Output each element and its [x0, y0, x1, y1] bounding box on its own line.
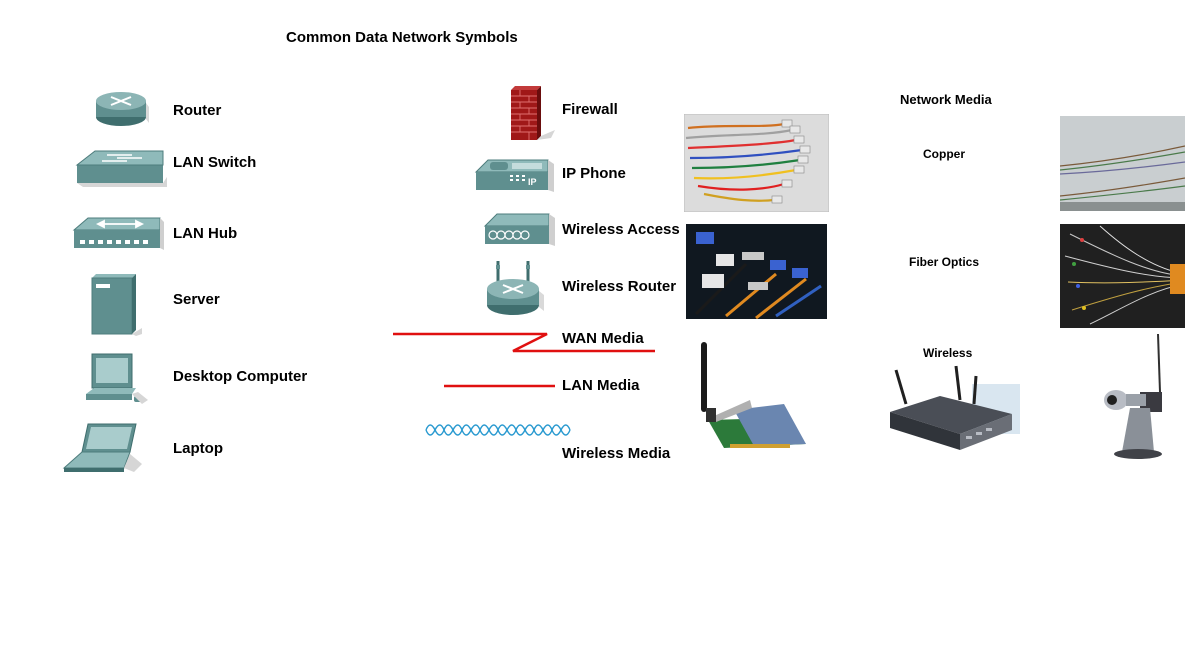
wireless-router-label: Wireless Router [562, 278, 677, 295]
desktop-computer-icon [86, 353, 148, 404]
desktop-computer-label: Desktop Computer [173, 368, 308, 385]
ip-phone-icon: IP [474, 159, 554, 192]
firewall-label: Firewall [562, 101, 618, 118]
wireless-nic-card-photo [694, 340, 810, 452]
server-icon [91, 274, 142, 336]
router-label: Router [173, 102, 222, 119]
wireless-access-label: Wireless Access [562, 221, 680, 238]
laptop-icon [62, 423, 142, 472]
laptop-label: Laptop [173, 440, 223, 457]
network-media-heading: Network Media [900, 92, 992, 107]
lan-hub-label: LAN Hub [173, 225, 238, 242]
lan-switch-label: LAN Switch [173, 154, 257, 171]
fiber-connectors-photo [686, 224, 827, 319]
lan-hub-icon [72, 217, 164, 250]
copper-wire-closeup-photo [1060, 116, 1185, 211]
wan-media-line [393, 332, 655, 353]
wireless-router-icon [487, 261, 544, 315]
ip-badge-text: IP [528, 177, 537, 187]
lan-media-label: LAN Media [562, 377, 640, 394]
server-label: Server [173, 291, 220, 308]
wan-media-label: WAN Media [562, 330, 644, 347]
fiber-strands-photo [1060, 224, 1185, 328]
wireless-camera-photo [1100, 332, 1170, 462]
fiber-optics-label: Fiber Optics [909, 255, 980, 269]
copper-cables-photo [684, 114, 829, 212]
wireless-media-label: Wireless Media [562, 445, 671, 462]
router-icon [96, 92, 149, 126]
ip-phone-label: IP Phone [562, 165, 626, 182]
wireless-label: Wireless [923, 346, 973, 360]
lan-media-line [444, 384, 555, 388]
firewall-icon [511, 86, 555, 140]
lan-switch-icon [75, 150, 167, 187]
wireless-media-wave [425, 424, 571, 436]
diagram-title: Common Data Network Symbols [286, 29, 518, 46]
copper-label: Copper [923, 147, 965, 161]
wireless-router-photo [880, 364, 1020, 460]
wireless-access-icon [483, 213, 555, 246]
